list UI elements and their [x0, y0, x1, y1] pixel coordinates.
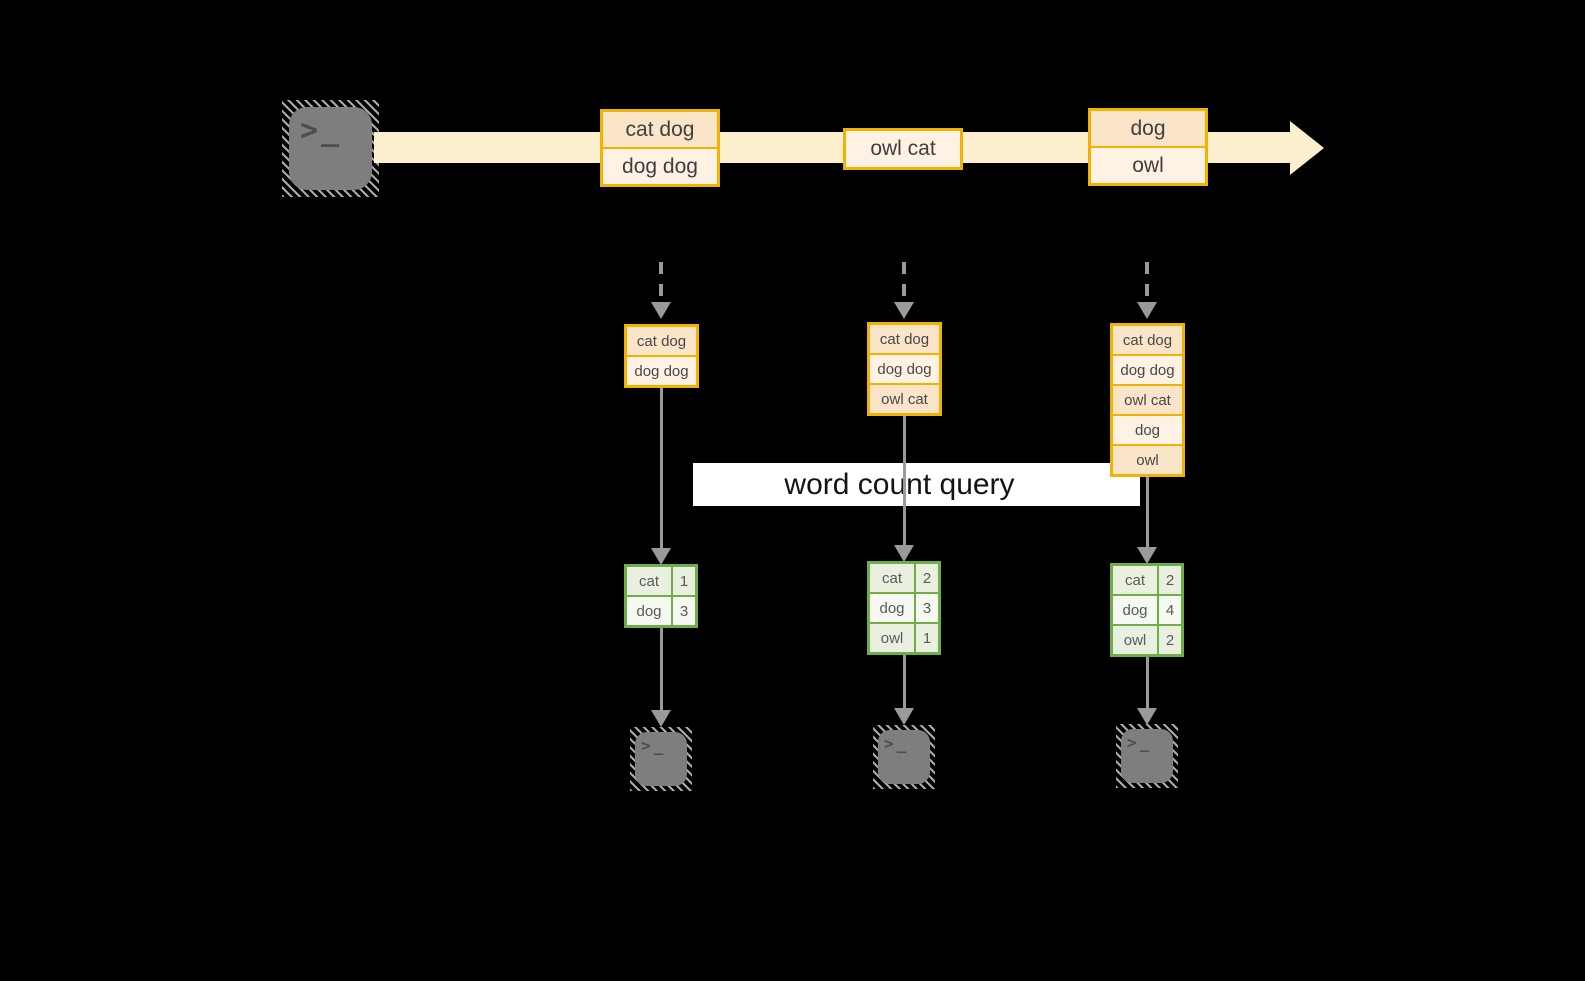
terminal-icon-screen	[1121, 729, 1173, 783]
down-arrowhead-icon	[651, 710, 671, 727]
dashed-connector	[659, 262, 663, 302]
word-cell: dog	[627, 597, 671, 625]
word-cell: cat	[870, 564, 914, 592]
down-arrowhead-icon	[651, 548, 671, 565]
dashed-connector	[1145, 262, 1149, 302]
terminal-prompt-glyph: >_	[1127, 733, 1150, 752]
connector-line	[903, 416, 906, 545]
accumulated-events-1: cat dog dog dog	[624, 324, 699, 388]
event-text: cat dog	[627, 327, 696, 355]
word-cell: owl	[870, 624, 914, 652]
event-text: dog	[1091, 111, 1205, 146]
down-arrowhead-icon	[651, 302, 671, 319]
count-cell: 2	[1159, 566, 1181, 594]
count-cell: 1	[673, 567, 695, 595]
event-text: cat dog	[1113, 326, 1182, 354]
stream-batch-3: dog owl	[1088, 108, 1208, 186]
event-text: dog dog	[870, 355, 939, 383]
terminal-prompt-glyph: >_	[300, 113, 340, 148]
down-arrowhead-icon	[894, 302, 914, 319]
event-text: dog dog	[1113, 356, 1182, 384]
terminal-prompt-glyph: >_	[884, 734, 907, 753]
event-text: cat dog	[870, 325, 939, 353]
terminal-icon-screen	[635, 732, 687, 786]
word-cell: dog	[870, 594, 914, 622]
event-text: cat dog	[603, 112, 717, 147]
connector-line	[660, 628, 663, 710]
count-cell: 1	[916, 624, 938, 652]
event-text: owl	[1091, 148, 1205, 183]
stream-batch-1: cat dog dog dog	[600, 109, 720, 187]
stream-batch-2: owl cat	[843, 128, 963, 170]
accumulated-events-3: cat dog dog dog owl cat dog owl	[1110, 323, 1185, 477]
sink-terminal-icon: >_	[873, 725, 935, 789]
sink-terminal-icon: >_	[630, 727, 692, 791]
source-terminal-icon: >_	[282, 100, 379, 197]
word-cell: dog	[1113, 596, 1157, 624]
count-cell: 2	[916, 564, 938, 592]
event-text: owl cat	[846, 131, 960, 167]
down-arrowhead-icon	[1137, 708, 1157, 725]
event-text: dog dog	[627, 357, 696, 385]
sink-terminal-icon: >_	[1116, 724, 1178, 788]
down-arrowhead-icon	[894, 708, 914, 725]
connector-line	[1146, 657, 1149, 708]
word-cell: cat	[627, 567, 671, 595]
event-text: owl cat	[1113, 386, 1182, 414]
event-text: dog dog	[603, 149, 717, 184]
stream-arrowhead-icon	[1290, 121, 1324, 175]
down-arrowhead-icon	[1137, 547, 1157, 564]
event-text: dog	[1113, 416, 1182, 444]
terminal-prompt-glyph: >_	[641, 736, 664, 755]
query-label: word count query	[693, 463, 1140, 506]
accumulated-events-2: cat dog dog dog owl cat	[867, 322, 942, 416]
word-cell: owl	[1113, 626, 1157, 654]
word-count-table-1: cat 1 dog 3	[624, 564, 698, 628]
word-count-table-2: cat 2 dog 3 owl 1	[867, 561, 941, 655]
event-text: owl	[1113, 446, 1182, 474]
down-arrowhead-icon	[894, 545, 914, 562]
connector-line	[903, 655, 906, 708]
count-cell: 3	[916, 594, 938, 622]
count-cell: 2	[1159, 626, 1181, 654]
count-cell: 4	[1159, 596, 1181, 624]
event-text: owl cat	[870, 385, 939, 413]
dashed-connector	[902, 262, 906, 302]
word-count-table-3: cat 2 dog 4 owl 2	[1110, 563, 1184, 657]
connector-line	[1146, 477, 1149, 547]
down-arrowhead-icon	[1137, 302, 1157, 319]
word-cell: cat	[1113, 566, 1157, 594]
terminal-icon-screen	[289, 107, 372, 190]
connector-line	[660, 387, 663, 548]
count-cell: 3	[673, 597, 695, 625]
terminal-icon-screen	[878, 730, 930, 784]
